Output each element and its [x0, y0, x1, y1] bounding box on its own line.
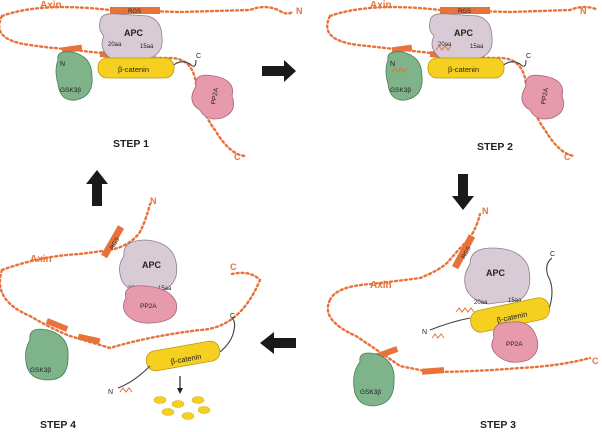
gsk3b-n-label: N [60, 61, 65, 68]
c-terminus-label: C [230, 262, 237, 272]
n-terminus-label: N [150, 196, 157, 206]
gsk-binding-domain [391, 44, 413, 54]
pp2a-label: PP2A [140, 303, 157, 310]
aa20-label: 20aa [108, 42, 122, 48]
apc-label: APC [142, 260, 162, 270]
aa15-label: 15aa [140, 44, 154, 50]
n-terminus-label: N [296, 6, 303, 16]
step1-panel: RGS Axin N APC 20aa 15aa N GSK3β β-caten… [0, 0, 303, 162]
beta-catenin-protein [97, 57, 175, 79]
gsk3b-protein [25, 328, 69, 381]
axin-strand [0, 202, 262, 350]
aa20-label: 20aa [474, 300, 488, 306]
gsk-binding-domain [61, 44, 83, 54]
apc-protein [464, 247, 531, 305]
step2-panel: RGS Axin N APC 20aa 15aa N GSK3β β-caten… [326, 0, 600, 162]
pp2a-label: PP2A [506, 341, 523, 348]
axin-strand [326, 212, 592, 374]
degraded-fragments [153, 396, 211, 420]
gsk3b-label: GSK3β [360, 389, 381, 396]
axin-strand [0, 5, 294, 158]
aa20-label: 20aa [438, 42, 452, 48]
bcat-c-tail [219, 317, 236, 353]
phosphorylation-mark [455, 307, 475, 313]
axin-label: Axin [370, 280, 392, 291]
arrow-step4-to-step1 [86, 170, 108, 206]
pp2a-label: PP2A [540, 87, 550, 105]
aa15-label: 15aa [158, 286, 172, 292]
rgs-domain [452, 234, 476, 270]
bcat-n-tail [117, 365, 151, 389]
n-terminus-label: N [580, 6, 587, 16]
apc-protein [99, 13, 163, 61]
apc-label: APC [454, 28, 474, 38]
axin-label: Axin [370, 0, 392, 11]
bcat-c-tail [169, 59, 197, 69]
beta-catenin-protein [145, 340, 221, 372]
pp2a-label: PP2A [210, 87, 220, 105]
gsk3b-protein [353, 352, 395, 407]
arrow-step3-to-step4 [260, 332, 296, 354]
bcat-c-tail [499, 59, 527, 69]
phosphorylation-mark [435, 45, 452, 51]
beta-catenin-protein [427, 57, 505, 79]
step-title: STEP 3 [480, 419, 516, 431]
rgs-label: RGS [461, 246, 472, 260]
arrow-step1-to-step2 [262, 60, 296, 82]
phosphorylation-mark [119, 387, 133, 393]
axin-label: Axin [30, 254, 52, 265]
rgs-domain [101, 225, 125, 259]
phosphorylation-mark [391, 67, 408, 73]
rgs-domain [440, 7, 490, 14]
apc-label: APC [124, 28, 144, 38]
bcat-c-label: C [196, 53, 201, 60]
beta-catenin-label: β-catenin [448, 65, 479, 74]
beta-catenin-label: β-catenin [118, 65, 149, 74]
gsk3b-protein [385, 51, 423, 101]
pp2a-protein [521, 74, 565, 120]
arrow-step2-to-step3 [452, 174, 474, 210]
bcat-c-label: C [230, 313, 235, 320]
bcat-c-label: C [550, 251, 555, 258]
step-title: STEP 1 [113, 138, 149, 150]
phosphorylation-mark [431, 333, 445, 339]
pp2a-protein [491, 321, 539, 363]
n-terminus-label: N [482, 206, 489, 216]
gsk3b-label: GSK3β [390, 87, 411, 94]
aa15-label: 15aa [470, 44, 484, 50]
apc-protein [119, 239, 178, 293]
c-terminus-label: C [592, 356, 599, 366]
gsk3b-n-label: N [390, 61, 395, 68]
bcat-n-tail [429, 317, 471, 331]
pp2a-protein [123, 285, 178, 324]
step3-panel: RGS Axin N APC 20aa 15aa C β-catenin N P… [326, 206, 599, 431]
rgs-label: RGS [128, 9, 141, 15]
cycle-arrows [86, 60, 474, 354]
rgs-label: RGS [110, 237, 122, 251]
gsk-binding-domain [45, 318, 69, 332]
axin-label: Axin [40, 0, 62, 11]
step4-panel: RGS Axin N APC 20aa 15aa PP2A C GSK3β C … [0, 196, 262, 431]
bcat-binding-domain [77, 333, 101, 345]
degradation-arrowhead [177, 388, 183, 394]
rgs-domain [110, 7, 160, 14]
step-title: STEP 4 [40, 419, 76, 431]
apc-protein [429, 13, 493, 61]
bcat-c-label: C [526, 53, 531, 60]
pp2a-protein [191, 74, 235, 120]
bcat-c-tail [546, 257, 553, 313]
gsk3b-label: GSK3β [30, 367, 51, 374]
bcat-binding-domain [421, 367, 445, 375]
step-title: STEP 2 [477, 141, 513, 153]
bcat-n-label: N [108, 389, 113, 396]
gsk3b-protein [55, 51, 93, 101]
c-terminus-label: C [234, 152, 241, 162]
aa15-label: 15aa [508, 298, 522, 304]
gsk3b-label: GSK3β [60, 87, 81, 94]
apc-label: APC [486, 268, 506, 278]
rgs-label: RGS [458, 9, 471, 15]
c-terminus-label: C [564, 152, 571, 162]
bcat-n-label: N [422, 329, 427, 336]
